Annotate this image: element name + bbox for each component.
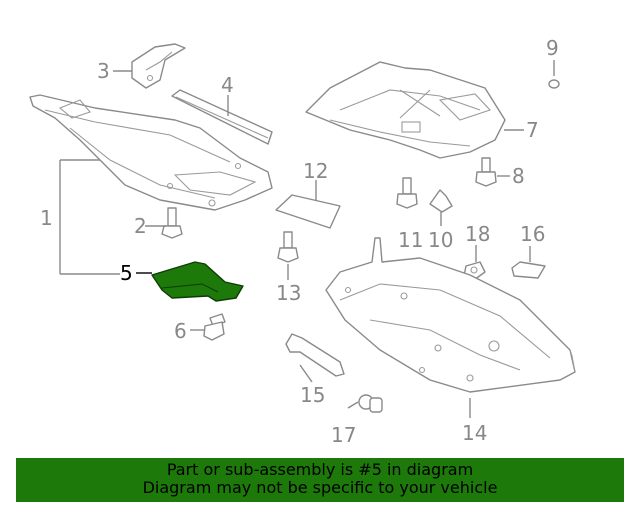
- callout-18[interactable]: 18: [465, 222, 490, 246]
- part-15-bracket: [285, 333, 345, 377]
- part-12-pad: [275, 194, 341, 229]
- callout-6[interactable]: 6: [174, 319, 187, 343]
- callout-labels: 3 4 1 2 5 6 12 13 9 7 8 11 10 18 16 15 1…: [40, 36, 559, 447]
- callout-3[interactable]: 3: [97, 59, 110, 83]
- banner-line-disclaimer: Diagram may not be specific to your vehi…: [142, 478, 498, 497]
- part-6-bolt: [203, 313, 226, 341]
- callout-1[interactable]: 1: [40, 206, 53, 230]
- part-info-banner: Part or sub-assembly is #5 in diagram Di…: [16, 458, 624, 502]
- banner-line-part: Part or sub-assembly is #5 in diagram: [166, 460, 474, 479]
- part-16-pad: [511, 261, 546, 279]
- part-9-clip: [548, 79, 560, 89]
- part-10-clip: [429, 189, 453, 213]
- part-8-bolt: [475, 157, 497, 187]
- callout-16[interactable]: 16: [520, 222, 545, 246]
- callout-8[interactable]: 8: [512, 164, 525, 188]
- callout-7[interactable]: 7: [526, 118, 539, 142]
- part-7-rear-undercover: [305, 61, 506, 159]
- part-1-front-undercover: [29, 94, 273, 211]
- part-14-center-undercover: [325, 237, 576, 393]
- callout-15[interactable]: 15: [300, 383, 325, 407]
- part-5-highlighted-cover: [151, 261, 244, 302]
- callout-4[interactable]: 4: [221, 73, 234, 97]
- callout-10[interactable]: 10: [428, 228, 453, 252]
- callout-17[interactable]: 17: [331, 423, 356, 447]
- leader-lines: [59, 60, 555, 418]
- part-2-bolt: [161, 207, 183, 239]
- part-13-bolt: [277, 231, 299, 263]
- part-11-bolt: [396, 177, 418, 209]
- callout-14[interactable]: 14: [462, 421, 487, 445]
- callout-2[interactable]: 2: [134, 214, 147, 238]
- callout-5[interactable]: 5: [120, 261, 133, 285]
- part-4-strip: [171, 89, 273, 145]
- part-17-clip: [358, 394, 383, 413]
- callout-12[interactable]: 12: [303, 159, 328, 183]
- part-3-bracket: [131, 43, 186, 89]
- callout-13[interactable]: 13: [276, 281, 301, 305]
- callout-9[interactable]: 9: [546, 36, 559, 60]
- callout-11[interactable]: 11: [398, 228, 423, 252]
